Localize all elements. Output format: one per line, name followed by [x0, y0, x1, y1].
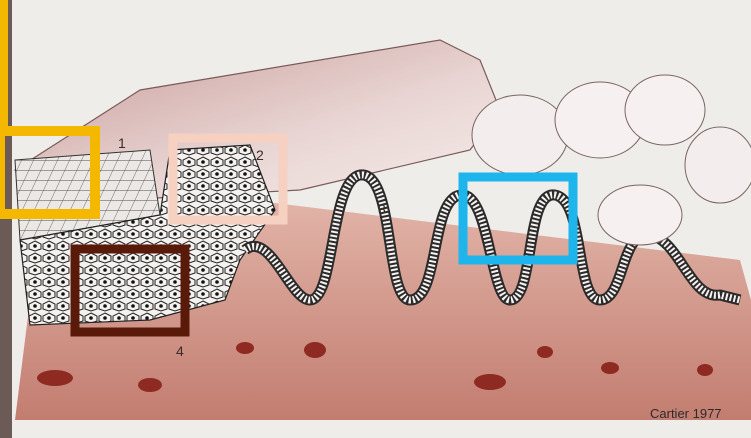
region-label-1: 1: [118, 135, 126, 151]
region-label-4: 4: [176, 343, 184, 359]
fold-lump: [598, 185, 682, 245]
blood-vessel: [304, 342, 326, 358]
fold-lump: [625, 75, 705, 145]
blood-vessel: [601, 362, 619, 374]
region-label-2: 2: [256, 147, 264, 163]
blood-vessel: [138, 378, 162, 392]
fold-lump: [472, 95, 568, 175]
fold-lump: [685, 127, 751, 203]
blood-vessel: [37, 370, 73, 386]
blood-vessel: [537, 346, 553, 358]
blood-vessel: [236, 342, 254, 354]
highlight-edge-orange: [0, 0, 8, 135]
blood-vessel: [697, 364, 713, 376]
figure-credit: Cartier 1977: [650, 406, 722, 421]
blood-vessel: [474, 374, 506, 390]
region-label-3: 3: [378, 201, 386, 217]
